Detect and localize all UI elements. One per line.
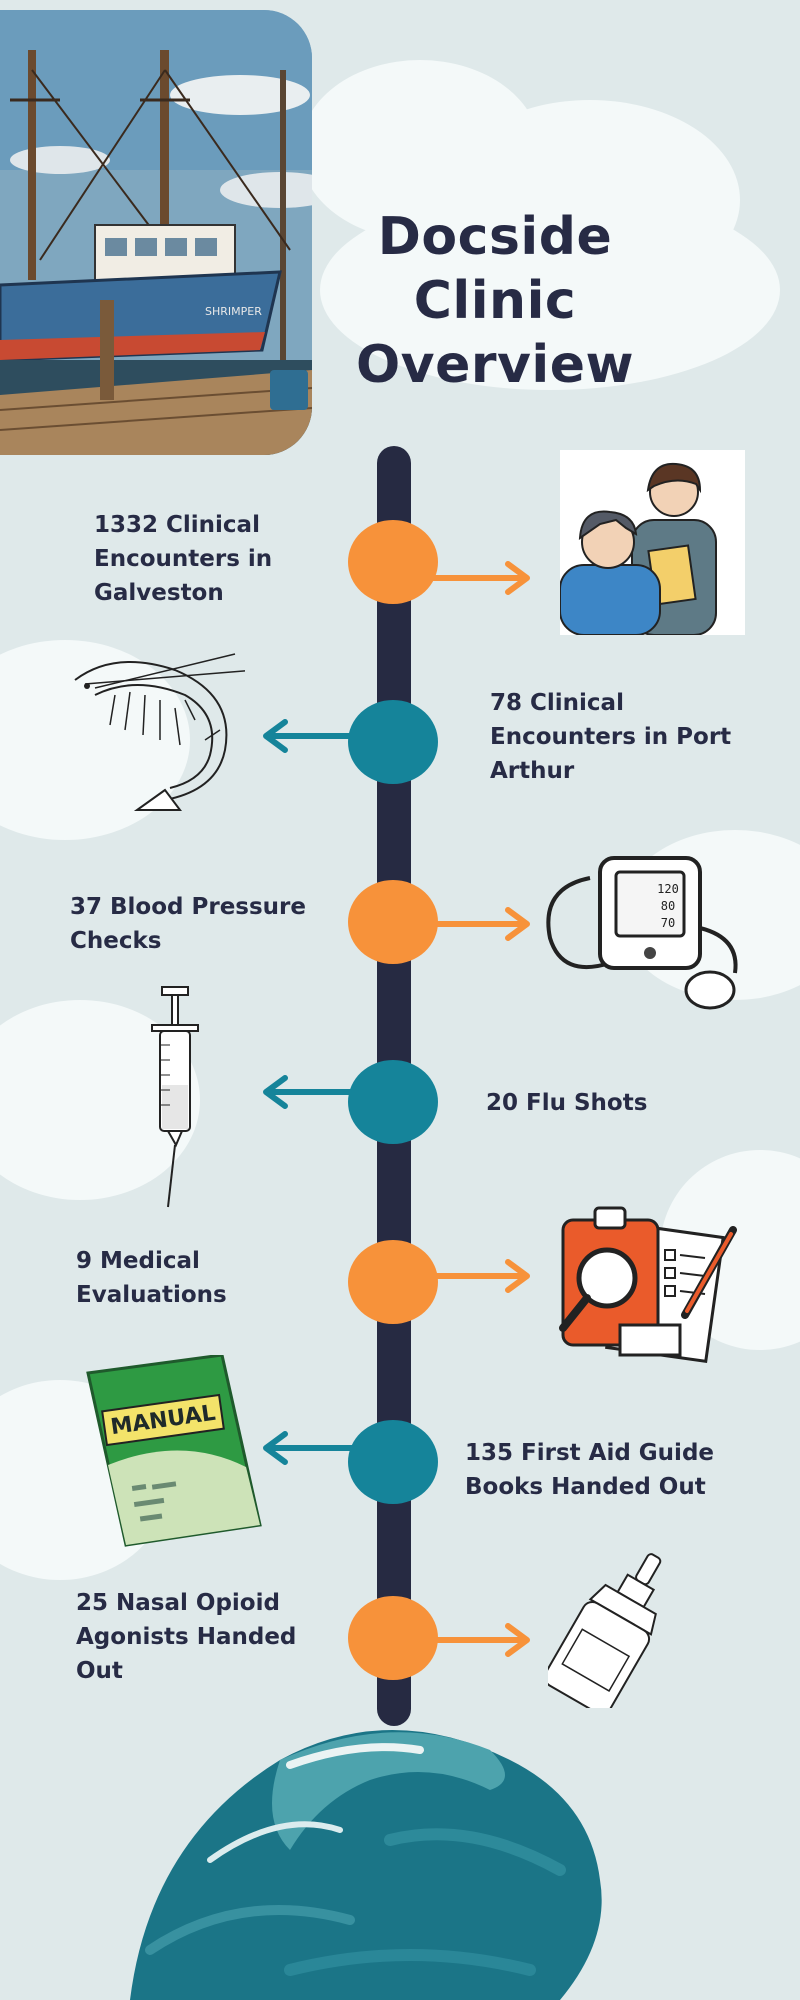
clipboard-evaluation-icon <box>555 1200 745 1375</box>
harbor-boat-photo: SHRIMPER <box>0 10 312 455</box>
timeline-label-2: 78 Clinical Encounters in Port Arthur <box>490 690 732 784</box>
arrow-left-icon <box>263 1431 360 1465</box>
timeline-node-3 <box>348 880 438 964</box>
timeline-label-1: 1332 Clinical Encounters in Galveston <box>94 512 273 606</box>
bp-reading-pulse: 70 <box>661 916 675 930</box>
arrow-right-icon <box>430 907 530 941</box>
timeline-node-5 <box>348 1240 438 1324</box>
syringe-icon <box>140 985 210 1210</box>
arrow-right-icon <box>430 1259 530 1293</box>
bp-reading-systolic: 120 <box>657 882 679 896</box>
timeline-node-7 <box>348 1596 438 1680</box>
timeline-label-3: 37 Blood Pressure Checks <box>70 894 306 954</box>
timeline-label-6: 135 First Aid Guide Books Handed Out <box>465 1440 715 1500</box>
timeline-node-2 <box>348 700 438 784</box>
ocean-wave-illustration <box>90 1720 650 2000</box>
timeline-label-7: 25 Nasal Opioid Agonists Handed Out <box>76 1590 297 1684</box>
timeline-node-1 <box>348 520 438 604</box>
bp-reading-diastolic: 80 <box>661 899 675 913</box>
title-line-2: Overview <box>355 335 635 395</box>
timeline-node-6 <box>348 1420 438 1504</box>
title-line-1: Docside Clinic <box>377 207 613 331</box>
arrow-left-icon <box>263 1075 360 1109</box>
arrow-right-icon <box>430 1623 530 1657</box>
manual-book-icon: MANUAL <box>82 1355 264 1550</box>
boat-name-text: SHRIMPER <box>205 305 262 318</box>
nasal-spray-icon <box>548 1548 693 1708</box>
page-title: Docside Clinic Overview <box>300 205 690 397</box>
shrimp-icon <box>55 640 245 820</box>
arrow-left-icon <box>263 719 360 753</box>
arrow-right-icon <box>430 561 530 595</box>
clinician-patient-icon <box>560 450 745 635</box>
timeline-label-4: 20 Flu Shots <box>486 1090 648 1116</box>
background-cloud <box>320 190 780 390</box>
blood-pressure-monitor-icon: 120 80 70 <box>540 838 765 1018</box>
timeline-label-5: 9 Medical Evaluations <box>76 1248 227 1308</box>
timeline-node-4 <box>348 1060 438 1144</box>
